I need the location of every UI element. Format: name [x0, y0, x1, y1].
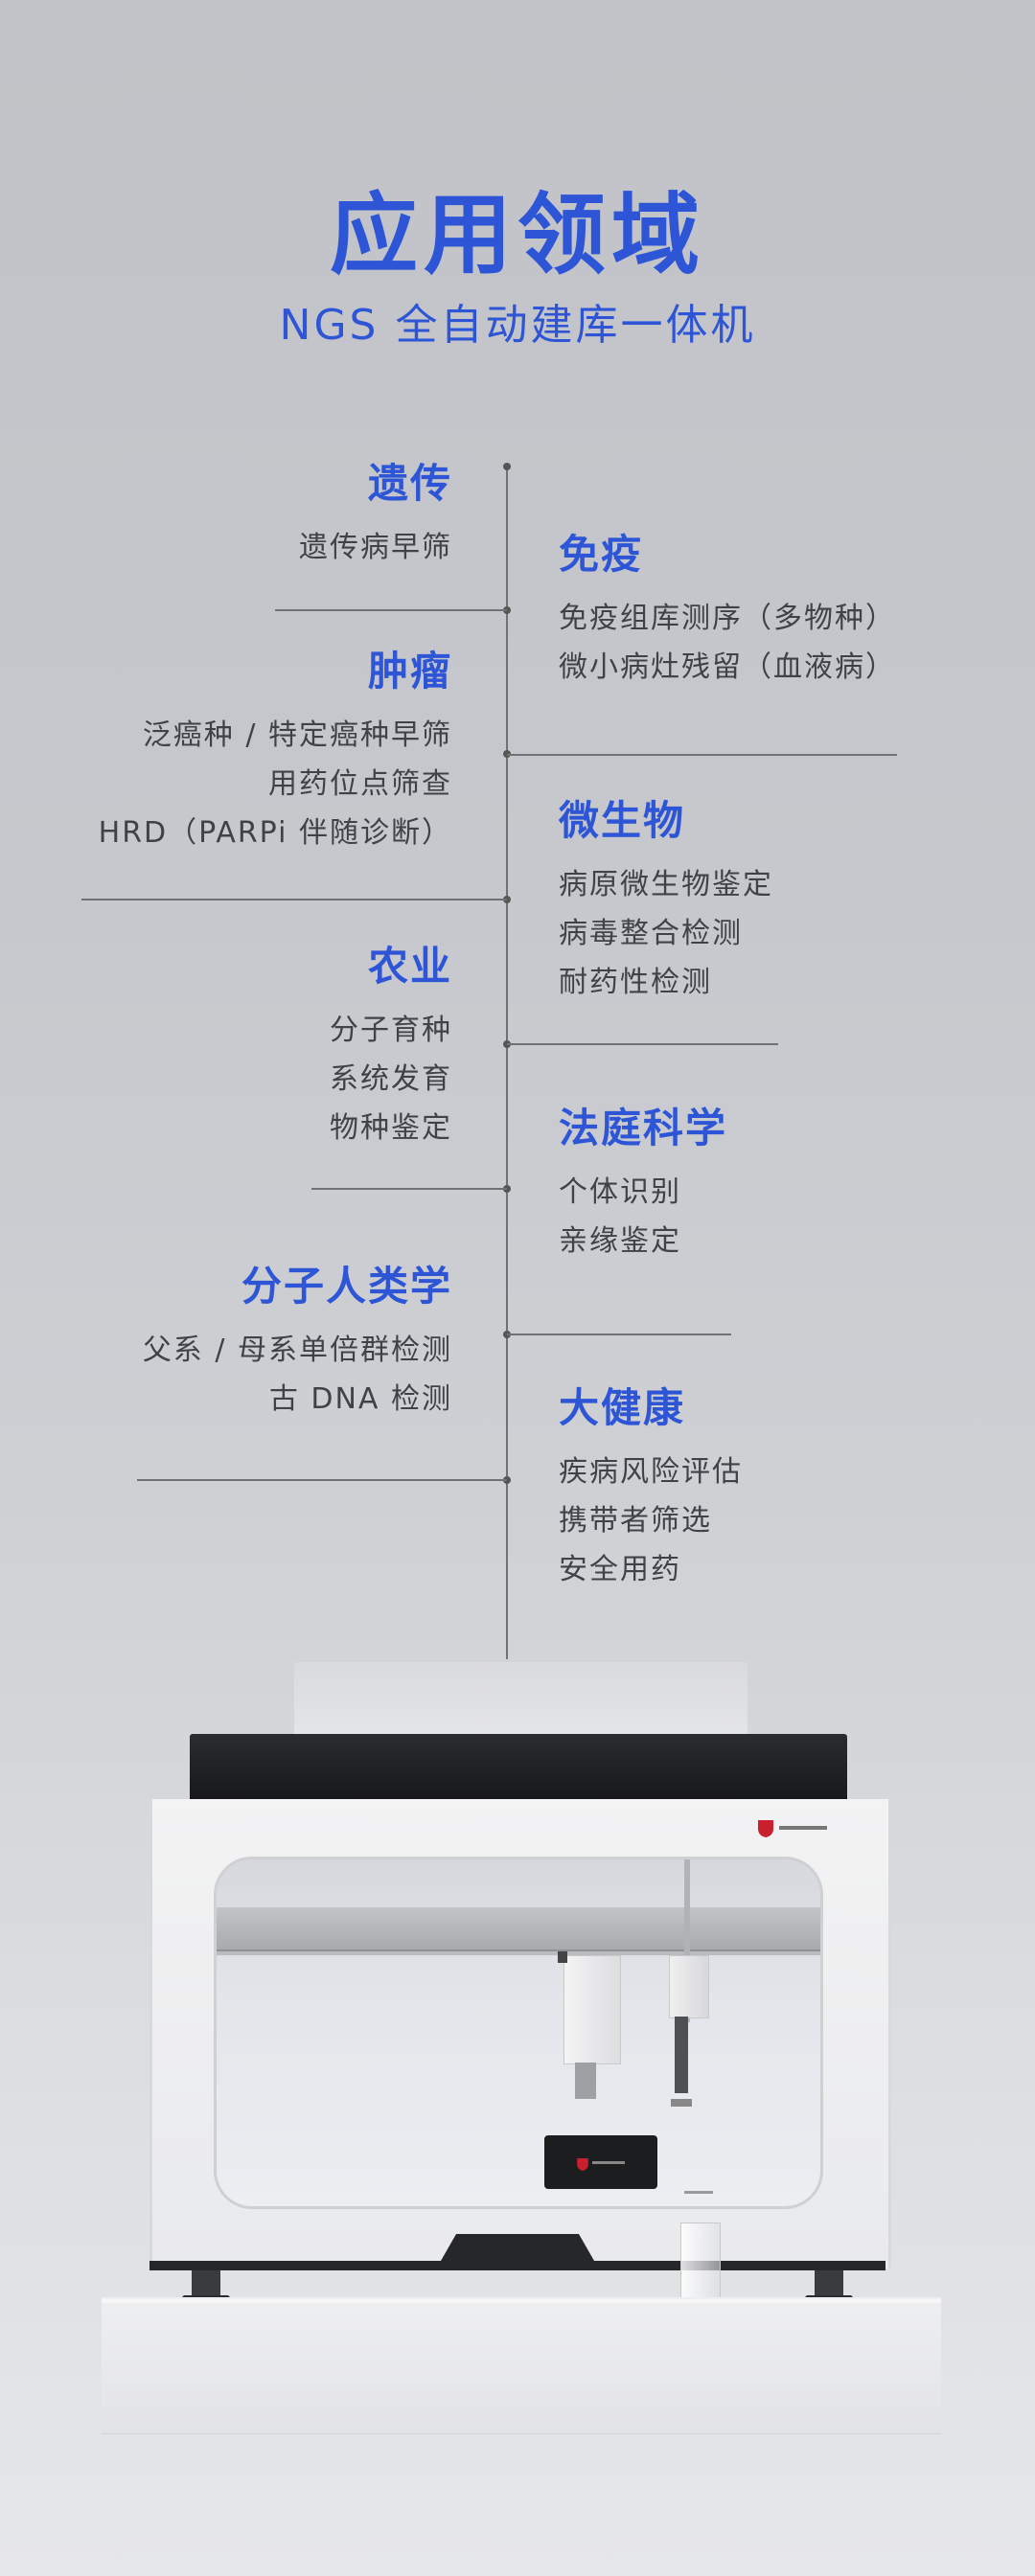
pedestal: [102, 2297, 941, 2434]
category-forensics: 法庭科学 个体识别 亲缘鉴定: [559, 1106, 727, 1265]
category-item: 父系 / 母系单倍群检测: [142, 1334, 452, 1368]
timeline-axis: [506, 466, 508, 1659]
category-genetics: 遗传 遗传病早筛: [299, 460, 452, 572]
category-item: 耐药性检测: [559, 966, 712, 1000]
category-microbiology: 微生物 病原微生物鉴定 病毒整合检测 耐药性检测: [559, 797, 773, 1007]
category-item: 免疫组库测序（多物种）: [559, 602, 896, 636]
category-item: 携带者筛选: [559, 1504, 712, 1539]
category-item: HRD（PARPi 伴随诊断）: [98, 816, 452, 851]
category-molecular-anthropology: 分子人类学 父系 / 母系单倍群检测 古 DNA 检测: [142, 1263, 452, 1424]
category-title: 免疫: [559, 531, 644, 578]
category-title: 法庭科学: [559, 1105, 728, 1151]
category-item: 分子育种: [330, 1014, 452, 1048]
category-item: 亲缘鉴定: [559, 1224, 681, 1259]
category-item: 古 DNA 检测: [268, 1382, 452, 1417]
divider-line: [507, 1043, 778, 1045]
pipette-head: [564, 1955, 621, 2064]
divider-line: [311, 1188, 507, 1190]
divider-line: [81, 899, 507, 900]
machine-foot: [192, 2270, 220, 2297]
category-title: 肿瘤: [367, 648, 452, 695]
divider-line: [507, 754, 897, 756]
category-item: 个体识别: [559, 1175, 681, 1210]
category-title: 遗传: [367, 460, 452, 507]
category-health: 大健康 疾病风险评估 携带者筛选 安全用药: [559, 1384, 743, 1594]
machine-window: [214, 1857, 823, 2209]
timeline-dot: [503, 1476, 511, 1484]
machine-label-plate: [544, 2135, 657, 2189]
page-title: 应用领域: [329, 184, 705, 286]
divider-line: [275, 609, 507, 611]
divider-line: [137, 1479, 507, 1481]
timeline-dot: [503, 606, 511, 614]
category-item: 用药位点筛查: [268, 767, 452, 802]
machine-top-panel: [190, 1734, 847, 1799]
category-item: 泛癌种 / 特定癌种早筛: [142, 718, 452, 753]
category-item: 疾病风险评估: [559, 1455, 743, 1490]
category-item: 遗传病早筛: [299, 531, 452, 565]
divider-line: [507, 1334, 731, 1335]
category-item: 系统发育: [330, 1062, 452, 1097]
timeline-dot: [503, 1185, 511, 1193]
category-item: 微小病灶残留（血液病）: [559, 650, 896, 685]
timeline-dot: [503, 463, 511, 470]
page-subtitle: NGS 全自动建库一体机: [279, 301, 756, 350]
category-item: 安全用药: [559, 1553, 681, 1587]
timeline-dot: [503, 896, 511, 903]
category-item: 病毒整合检测: [559, 917, 743, 951]
category-item: 病原微生物鉴定: [559, 868, 773, 902]
machine-body: [150, 1799, 891, 2268]
gripper-head: [669, 1955, 709, 2018]
gantry-rail: [217, 1907, 820, 1951]
category-oncology: 肿瘤 泛癌种 / 特定癌种早筛 用药位点筛查 HRD（PARPi 伴随诊断）: [98, 648, 452, 857]
category-title: 大健康: [559, 1384, 686, 1431]
machine-top-box: [294, 1662, 748, 1737]
category-title: 分子人类学: [241, 1263, 452, 1310]
machine-illustration: [0, 1629, 1035, 2576]
category-title: 农业: [367, 943, 452, 990]
category-title: 微生物: [559, 797, 686, 844]
category-agriculture: 农业 分子育种 系统发育 物种鉴定: [330, 943, 452, 1152]
category-immunology: 免疫 免疫组库测序（多物种） 微小病灶残留（血液病）: [559, 531, 896, 692]
machine-foot: [815, 2270, 843, 2297]
machine-base-strip: [150, 2261, 886, 2270]
category-item: 物种鉴定: [330, 1111, 452, 1146]
shield-logo-icon: [758, 1820, 773, 1837]
